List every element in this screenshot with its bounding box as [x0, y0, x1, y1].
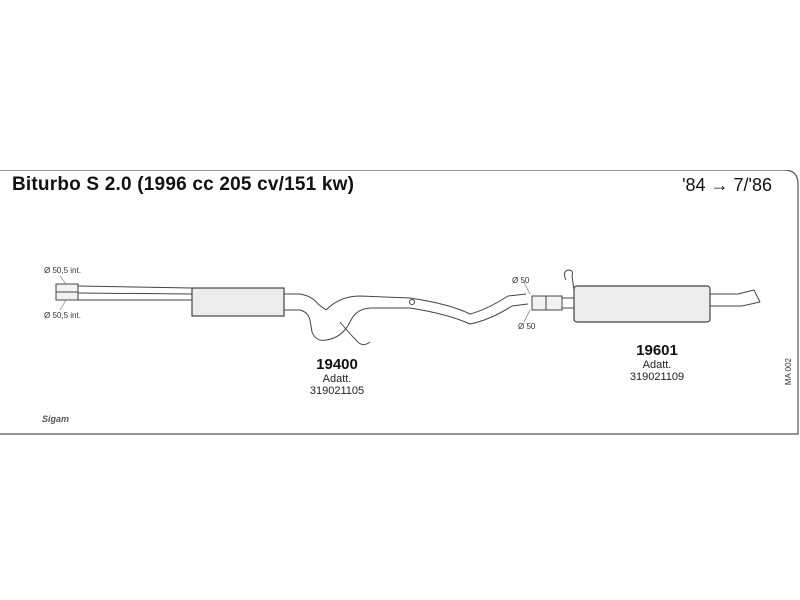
part-code: 319021105 — [309, 385, 365, 397]
vehicle-title: Biturbo S 2.0 (1996 cc 205 cv/151 kw) — [12, 174, 355, 195]
y-pipe-lower — [284, 309, 327, 341]
production-years: '84 → 7/'86 — [682, 175, 772, 195]
part-label: Adatt. — [322, 373, 352, 385]
panel-frame — [0, 170, 799, 435]
tailpipe-end — [753, 289, 761, 303]
inlet-bottom-diameter: Ø 50,5 int. — [44, 311, 81, 320]
exhaust-diagram — [0, 170, 799, 435]
front-silencer — [191, 287, 285, 317]
y-drop-loop — [339, 321, 371, 346]
main-pipe-bottom — [409, 303, 529, 325]
rear-bottom-diameter: Ø 50 — [518, 322, 536, 331]
part-number: 19400 — [316, 356, 358, 373]
inlet-pipe-top — [77, 285, 193, 289]
rear-silencer — [573, 285, 711, 323]
dimension-leaders — [59, 275, 531, 323]
rear-top-diameter: Ø 50 — [512, 276, 530, 285]
part-number: 19601 — [636, 342, 678, 359]
hanger-hook — [563, 269, 575, 291]
diagram-panel: Biturbo S 2.0 (1996 cc 205 cv/151 kw) '8… — [0, 170, 800, 438]
clamp-mark — [409, 299, 415, 305]
y-pipe-branch — [325, 295, 411, 311]
rear-inlet-sleeve — [531, 295, 563, 311]
tailpipe-top — [710, 289, 755, 295]
rear-silencer-assembly — [531, 269, 761, 323]
y-pipe-upper — [284, 293, 327, 311]
inlet-pipe-mid — [77, 292, 193, 295]
tailpipe-bottom — [710, 301, 761, 307]
part-19601: 19601 Adatt. 319021109 — [612, 342, 702, 383]
front-pipe-assembly — [55, 283, 529, 346]
inlet-top-diameter: Ø 50,5 int. — [44, 266, 81, 275]
brand-logo: Sigam — [42, 414, 70, 424]
diagram-reference: MA 002 — [784, 358, 793, 386]
part-label: Adatt. — [642, 359, 672, 371]
part-19400: 19400 Adatt. 319021105 — [292, 356, 382, 397]
y-pipe-branch2 — [325, 307, 410, 341]
rear-pipe-in — [562, 297, 574, 309]
part-code: 319021109 — [629, 371, 685, 383]
main-pipe-top — [409, 293, 527, 315]
